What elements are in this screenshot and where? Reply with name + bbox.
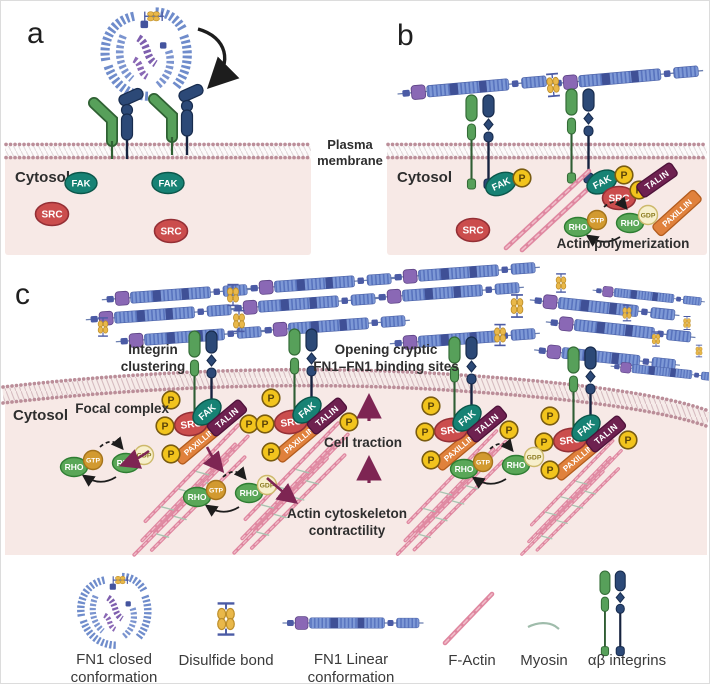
cytosol-label-c: Cytosol bbox=[13, 407, 68, 424]
panel-a: a Cytosol bbox=[4, 12, 312, 255]
legend-myosin-icon bbox=[527, 622, 560, 630]
legend-fn1-closed-icon bbox=[81, 576, 148, 645]
legend-integrins-label: αβ integrins bbox=[588, 652, 666, 669]
fak-a2 bbox=[151, 171, 185, 195]
panel-c-letter: c bbox=[15, 278, 30, 311]
focal-complex-label: Focal complex bbox=[75, 401, 169, 416]
fn1-fibril-b2 bbox=[548, 62, 705, 92]
cell-traction-label: Cell traction bbox=[324, 435, 402, 450]
panel-c: c bbox=[3, 259, 709, 557]
disulfide-b bbox=[545, 72, 561, 98]
integrin-clustering-label-2: clustering bbox=[121, 359, 186, 374]
signal-arrows bbox=[118, 446, 299, 504]
legend-fn1-linear-label-2: conformation bbox=[308, 669, 395, 683]
fn1-closed-icon-a bbox=[105, 12, 187, 97]
cytosol-label-a: Cytosol bbox=[15, 169, 70, 186]
src-a1 bbox=[34, 201, 70, 227]
legend-fn1-linear-icon bbox=[281, 616, 425, 630]
bent-integrin-2 bbox=[154, 83, 205, 155]
src-a2 bbox=[153, 218, 189, 244]
plasma-membrane-b bbox=[386, 142, 708, 160]
legend-fn1-linear-label-1: FN1 Linear bbox=[314, 651, 388, 668]
opening-cryptic-label-2: FN1–FN1 binding sites bbox=[313, 359, 459, 374]
legend-fn1-closed-label-1: FN1 closed bbox=[76, 651, 152, 668]
contractility-label-1: Actin cytoskeleton bbox=[287, 506, 407, 521]
plasma-membrane-label-1: Plasma bbox=[327, 137, 373, 152]
legend-disulfide-label: Disulfide bond bbox=[178, 652, 273, 669]
src-b1 bbox=[455, 217, 491, 243]
p-b1 bbox=[512, 168, 532, 188]
plasma-membrane-label-2: membrane bbox=[317, 153, 383, 168]
unfolding-arrow bbox=[197, 27, 240, 90]
legend-myosin-label: Myosin bbox=[520, 652, 568, 669]
legend-f-actin-label: F-Actin bbox=[448, 652, 496, 669]
panel-a-letter: a bbox=[27, 17, 44, 50]
panel-b: b Plasma membrane Cytosol Actin polymeri… bbox=[317, 19, 708, 255]
actin-polymerization-label: Actin polymerization bbox=[557, 236, 690, 251]
legend-fn1-closed-label-2: conformation bbox=[71, 669, 158, 683]
p-b2 bbox=[614, 165, 634, 185]
legend: FN1 closed conformation Disulfide bond F… bbox=[71, 569, 666, 683]
opening-cryptic-label-1: Opening cryptic bbox=[335, 342, 438, 357]
fak-a1 bbox=[64, 171, 98, 195]
integrin-clustering-label-1: Integrin bbox=[128, 342, 178, 357]
contractility-label-2: contractility bbox=[309, 523, 386, 538]
panel-b-letter: b bbox=[397, 19, 414, 52]
legend-f-actin-icon bbox=[442, 591, 495, 646]
legend-disulfide-icon bbox=[216, 602, 236, 636]
plasma-membrane-a bbox=[4, 142, 312, 160]
cytosol-label-b: Cytosol bbox=[397, 169, 452, 186]
legend-integrins-icon bbox=[598, 569, 627, 657]
